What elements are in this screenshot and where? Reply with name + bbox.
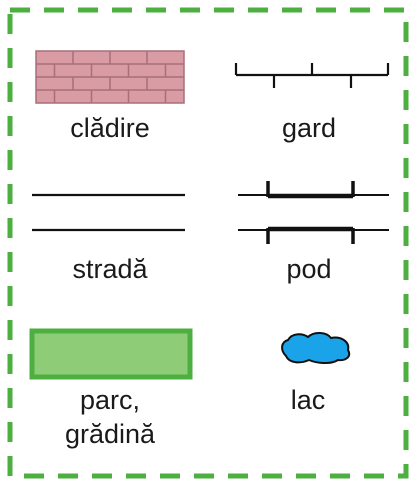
label-gradina: grădină	[65, 419, 156, 449]
brick-wall-icon	[35, 50, 185, 104]
label-parc: parc,	[80, 385, 140, 415]
lake-icon	[281, 332, 351, 364]
bridge-icon	[238, 181, 389, 244]
label-pod: pod	[286, 254, 331, 284]
legend-frame	[7, 7, 409, 479]
street-icon	[32, 193, 185, 232]
label-gard: gard	[282, 113, 336, 143]
fence-icon	[234, 63, 390, 88]
label-strada: stradă	[72, 254, 148, 284]
park-icon	[29, 328, 193, 380]
label-cladire: clădire	[70, 113, 150, 143]
label-lac: lac	[291, 385, 326, 415]
